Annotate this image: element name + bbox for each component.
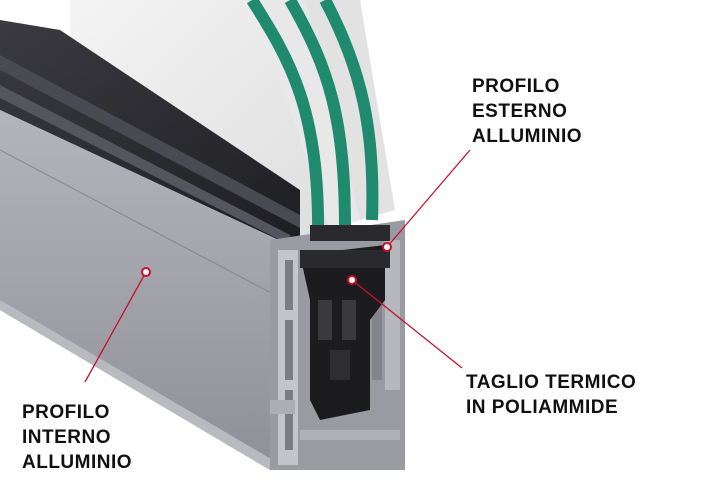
callout-line-esterno	[386, 149, 471, 248]
aluminium-interior-face	[0, 110, 300, 470]
marker-taglio	[347, 275, 357, 285]
label-line: ALLUMINIO	[22, 452, 133, 473]
label-line: ALLUMINIO	[472, 126, 583, 147]
label-line: INTERNO	[22, 427, 111, 448]
triple-glazing-edges	[246, 0, 390, 241]
label-line: IN POLIAMMIDE	[466, 397, 619, 418]
label-taglio-termico-poliammide: TAGLIO TERMICO IN POLIAMMIDE	[466, 370, 636, 420]
callout-line-taglio	[351, 279, 463, 369]
label-profilo-esterno-alluminio: PROFILO ESTERNO ALLUMINIO	[472, 74, 582, 149]
callout-markers	[141, 242, 392, 285]
label-line: TAGLIO TERMICO	[466, 372, 637, 393]
label-line: PROFILO	[22, 402, 110, 423]
label-line: PROFILO	[472, 76, 560, 97]
marker-interno	[141, 267, 151, 277]
label-profilo-interno-alluminio: PROFILO INTERNO ALLUMINIO	[22, 400, 132, 475]
top-rebate	[0, 20, 300, 250]
marker-esterno	[382, 242, 392, 252]
callout-lines	[84, 149, 471, 383]
callout-line-interno	[84, 271, 147, 383]
label-line: ESTERNO	[472, 101, 568, 122]
